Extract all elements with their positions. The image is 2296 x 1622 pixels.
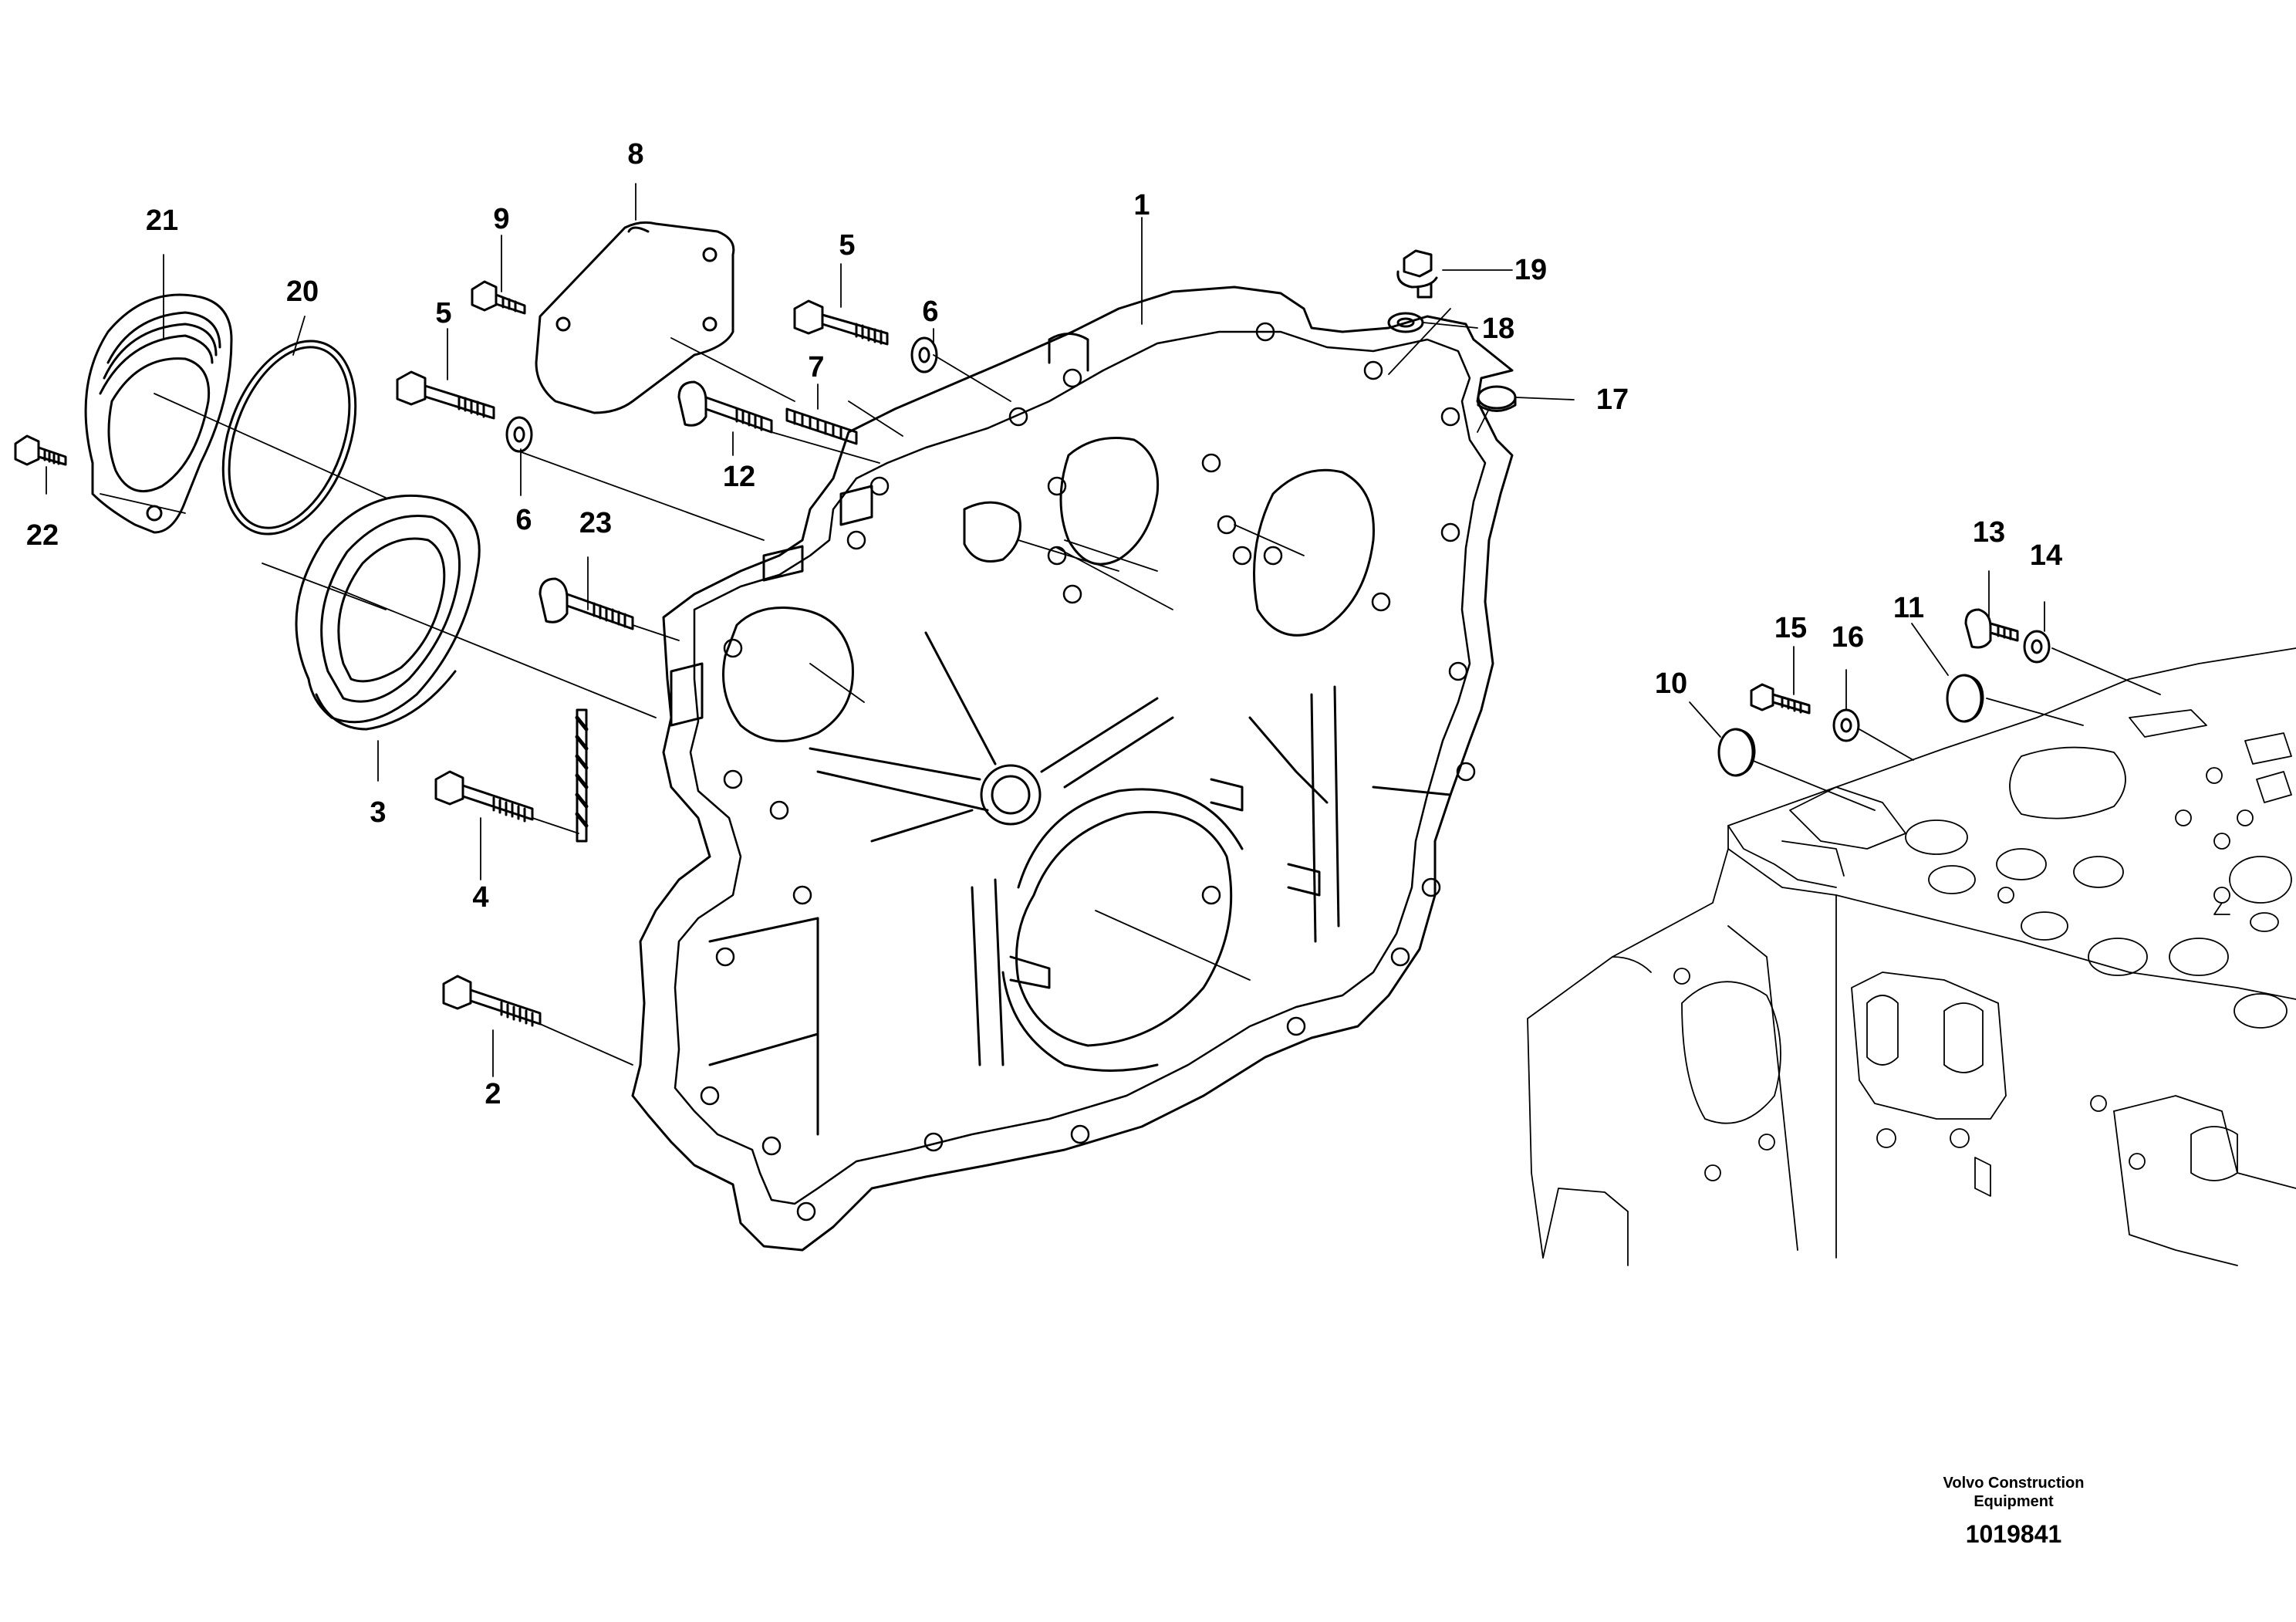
washer-18[interactable] <box>1387 312 1424 333</box>
callout-9: 9 <box>493 203 509 235</box>
washer-6-left[interactable] <box>505 416 533 453</box>
bolt-13[interactable] <box>1964 608 2019 649</box>
callout-14: 14 <box>2030 539 2062 572</box>
gasket-strip <box>575 708 589 843</box>
washer-16[interactable] <box>1832 708 1860 742</box>
callout-5-upper: 5 <box>839 229 855 262</box>
callout-10: 10 <box>1655 667 1687 700</box>
callout-23: 23 <box>579 507 612 539</box>
callout-15: 15 <box>1774 612 1807 644</box>
callout-7: 7 <box>808 351 824 384</box>
footer-brand: Volvo Construction Equipment <box>1913 1474 2114 1511</box>
o-ring[interactable] <box>198 323 380 552</box>
timing-gear-housing[interactable] <box>631 286 1514 1252</box>
callout-4: 4 <box>472 881 488 914</box>
callout-11: 11 <box>1893 592 1924 624</box>
bolt-2[interactable] <box>442 975 542 1027</box>
bolt-9[interactable] <box>471 280 526 315</box>
callout-17: 17 <box>1596 384 1629 416</box>
cover-plate[interactable] <box>535 221 735 414</box>
callout-13: 13 <box>1973 516 2005 549</box>
drawing-number: 1019841 <box>1965 1520 2062 1548</box>
washer-6-upper[interactable] <box>910 336 938 373</box>
bolt-22[interactable] <box>14 434 67 466</box>
leader-lines <box>46 183 2161 1077</box>
plug-17[interactable] <box>1477 385 1517 412</box>
bolt-5-left[interactable] <box>396 370 495 420</box>
crankshaft-seal[interactable] <box>295 494 481 731</box>
bolt-15[interactable] <box>1750 683 1811 715</box>
callout-5-left: 5 <box>435 297 451 329</box>
callout-labels: 1 2 3 4 5 5 6 6 7 8 9 10 11 12 13 14 15 … <box>26 138 2062 1110</box>
callout-12: 12 <box>723 461 755 493</box>
callout-21: 21 <box>146 204 178 237</box>
footer-brand-line2: Equipment <box>1974 1493 2054 1510</box>
callout-3: 3 <box>370 796 386 829</box>
plug-19[interactable] <box>1396 249 1438 299</box>
plug-10[interactable] <box>1717 728 1756 777</box>
bolt-12[interactable] <box>677 380 773 434</box>
engine-block <box>1527 647 2296 1266</box>
footer-brand-line1: Volvo Construction <box>1943 1475 2085 1492</box>
seal-carrier[interactable] <box>84 293 233 534</box>
callout-2: 2 <box>485 1078 501 1110</box>
callout-8: 8 <box>627 138 643 171</box>
callout-22: 22 <box>26 519 59 552</box>
callout-1: 1 <box>1133 189 1150 221</box>
washer-14[interactable] <box>2023 630 2051 664</box>
callout-20: 20 <box>286 275 319 308</box>
plug-11[interactable] <box>1946 674 1984 723</box>
bolt-5-upper[interactable] <box>793 299 889 346</box>
callout-19: 19 <box>1514 254 1547 286</box>
stud-7[interactable] <box>785 407 858 445</box>
bolt-23[interactable] <box>539 577 634 630</box>
callout-6-upper: 6 <box>922 296 938 328</box>
callout-18: 18 <box>1482 313 1514 345</box>
callout-16: 16 <box>1832 621 1864 654</box>
bolt-4[interactable] <box>434 770 534 823</box>
callout-6-left: 6 <box>515 504 532 536</box>
